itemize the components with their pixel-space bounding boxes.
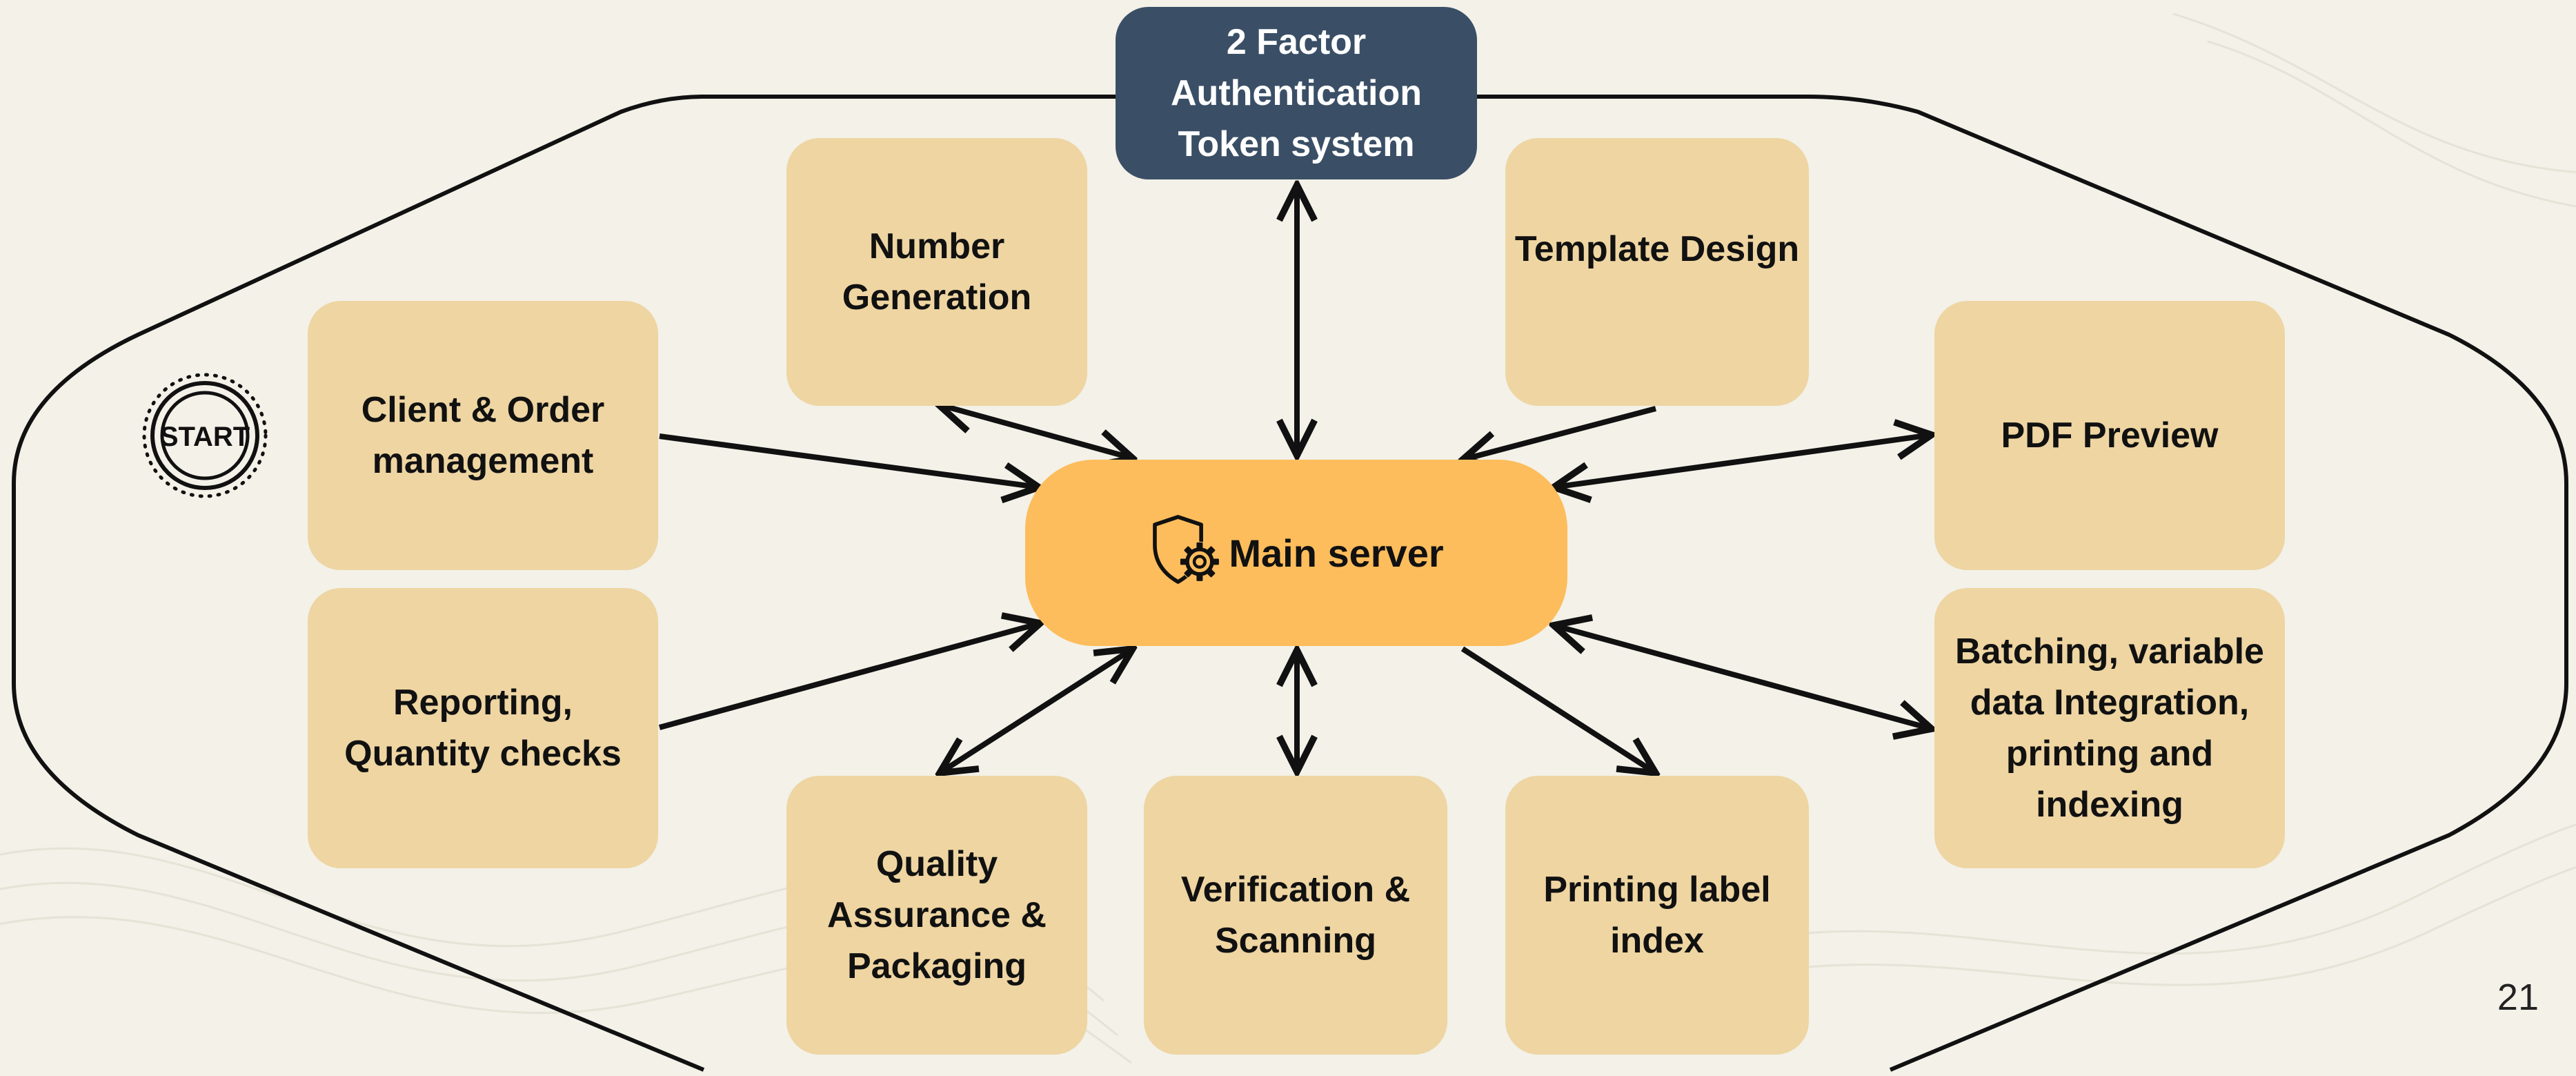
reporting-box: Reporting, Quantity checks <box>308 588 658 868</box>
connector-batching-server <box>1554 625 1932 729</box>
client-order-box: Client & Order management <box>308 301 658 570</box>
connector-pdf-server <box>1554 435 1932 487</box>
connector-quality-server <box>940 649 1133 773</box>
pdf-preview-box: PDF Preview <box>1934 301 2285 570</box>
connector-server-printing <box>1460 646 1656 773</box>
auth-token-system-box: 2 Factor Authentication Token system <box>1116 7 1477 179</box>
connector-reporting-server <box>658 623 1040 730</box>
pdf-preview-label: PDF Preview <box>2001 415 2219 456</box>
printing-label-label: Printing label index <box>1543 870 1771 961</box>
main-server-label: Main server <box>1229 531 1444 575</box>
quality-assurance-label: Quality Assurance & Packaging <box>827 844 1047 986</box>
connector-template-server <box>1463 406 1657 460</box>
start-label: START <box>160 422 250 452</box>
reporting-label: Reporting, Quantity checks <box>344 683 622 774</box>
connector-client-server <box>659 433 1039 487</box>
batching-label: Batching, variable data Integration, pri… <box>1955 632 2264 825</box>
page-number: 21 <box>2497 977 2539 1018</box>
template-design-box: Template Design <box>1505 138 1809 406</box>
number-generation-label: Number Generation <box>842 226 1032 317</box>
printing-label-box: Printing label index <box>1505 776 1809 1055</box>
auth-token-system-label: 2 Factor Authentication Token system <box>1171 22 1422 164</box>
client-order-label: Client & Order management <box>361 390 605 481</box>
template-design-label: Template Design <box>1514 229 1800 269</box>
verification-box: Verification & Scanning <box>1144 776 1447 1055</box>
main-server-box: Main server <box>1025 460 1567 646</box>
quality-assurance-box: Quality Assurance & Packaging <box>786 776 1087 1055</box>
verification-label: Verification & Scanning <box>1180 870 1411 961</box>
connector-number-server <box>938 404 1133 458</box>
start-badge: START <box>142 373 268 498</box>
outer-boundary <box>12 95 2568 1072</box>
number-generation-box: Number Generation <box>786 138 1087 406</box>
shield-gear-icon <box>1153 515 1220 584</box>
batching-box: Batching, variable data Integration, pri… <box>1934 588 2285 868</box>
